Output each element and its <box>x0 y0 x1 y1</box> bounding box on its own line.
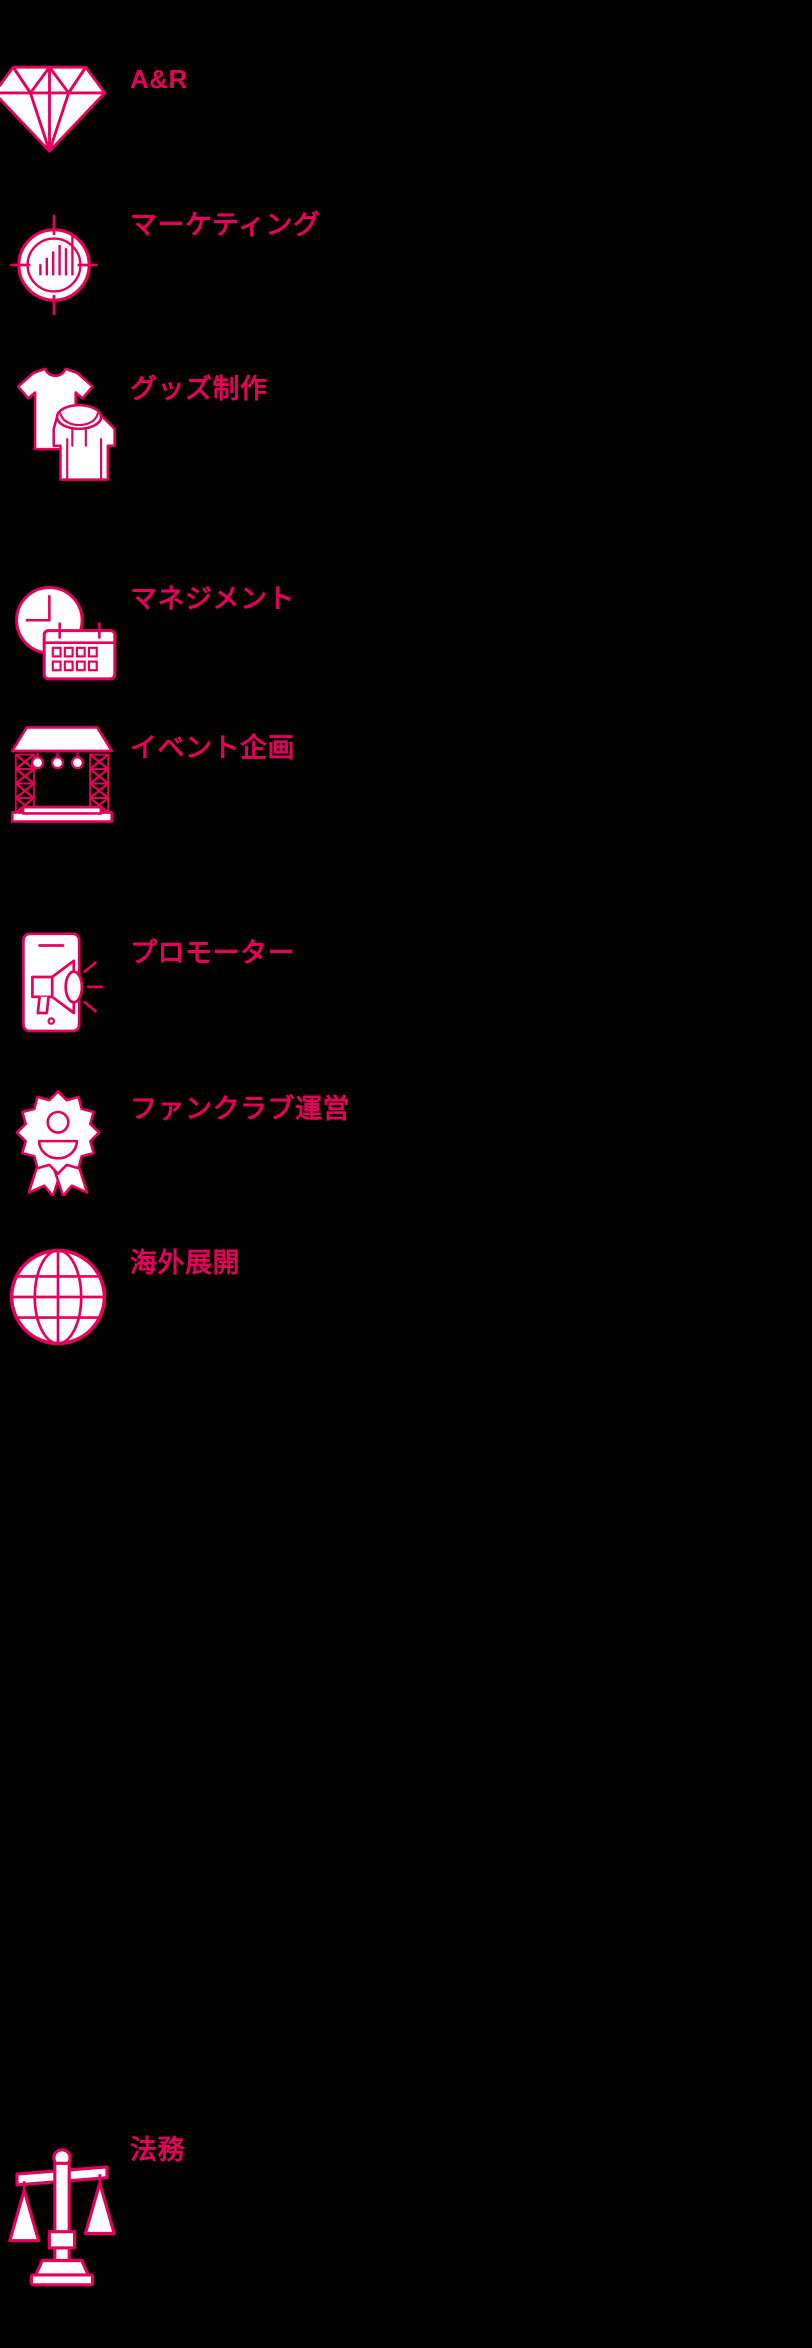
globe-icon <box>8 1237 108 1357</box>
megaphone-phone-icon <box>18 930 108 1042</box>
role-label-goods-production: グッズ制作 <box>130 374 268 404</box>
tshirt-hoodie-icon <box>8 360 118 485</box>
role-label-legal: 法務 <box>130 2135 185 2165</box>
scales-icon <box>8 2140 116 2300</box>
role-label-overseas-expansion: 海外展開 <box>130 1248 240 1278</box>
role-label-ar: A&R <box>130 64 188 94</box>
diamond-icon <box>0 50 107 155</box>
role-label-event-planning: イベント企画 <box>130 733 295 763</box>
role-label-promoter: プロモーター <box>130 938 295 968</box>
role-label-fanclub-operation: ファンクラブ運営 <box>130 1094 350 1124</box>
stage-icon <box>8 722 116 827</box>
clock-calendar-icon <box>8 572 120 684</box>
role-label-marketing: マーケティング <box>130 210 321 240</box>
target-chart-icon <box>10 210 98 320</box>
badge-person-icon <box>8 1088 108 1196</box>
role-label-management: マネジメント <box>130 584 295 614</box>
